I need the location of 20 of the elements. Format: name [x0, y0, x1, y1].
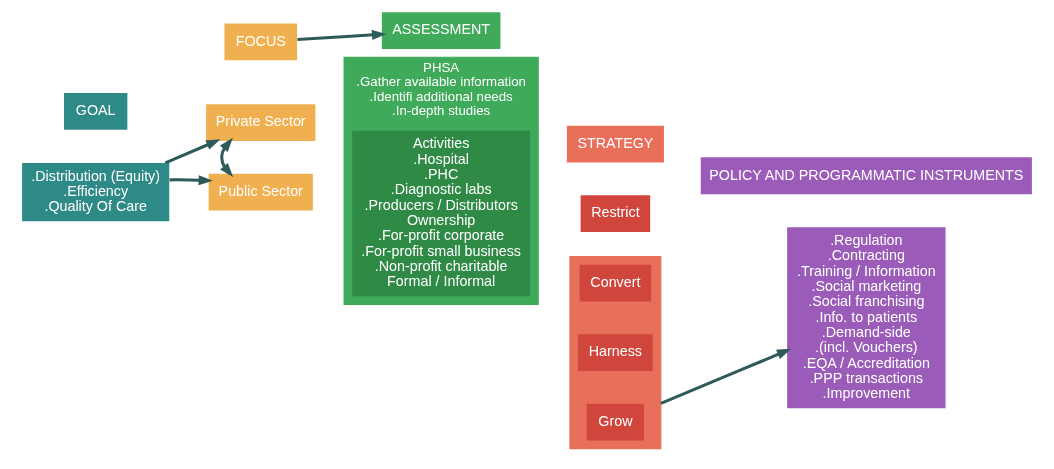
arrow	[169, 175, 213, 186]
node-box: Activities .Hospital .PHC .Diagnostic labs .Producers / Distributors Ownership .For-profit corporate .For-profit small business .Non-profit charitable Formal / Informal	[352, 130, 531, 297]
node-box: ASSESSMENT	[381, 12, 501, 49]
node-box: GOAL	[64, 92, 128, 130]
node-box: Convert	[579, 264, 652, 302]
node-box: STRATEGY	[566, 125, 664, 163]
node-box: Grow	[586, 403, 645, 441]
cluster	[569, 255, 662, 450]
arrow	[660, 348, 792, 405]
node-box: Restrict	[580, 195, 651, 232]
node-box: FOCUS	[224, 23, 298, 61]
arrow	[164, 139, 221, 165]
node-box: POLICY AND PROGRAMMATIC INSTRUMENTS	[700, 157, 1032, 195]
arrow	[219, 137, 234, 178]
arrow	[297, 29, 387, 42]
node-box: Private Sector	[206, 104, 316, 141]
node-box: .Regulation .Contracting .Training / Information .Social marketing .Social franchising .Info. to patients .Demand-side .(incl. Vouchers) .EQA / Accreditation .PPP transactions .Improvement	[787, 227, 946, 409]
node-box: Public Sector	[208, 173, 313, 211]
node-box: Harness	[578, 334, 653, 371]
node-box: .Distribution (Equity) .Efficiency .Quality Of Care	[22, 162, 170, 222]
